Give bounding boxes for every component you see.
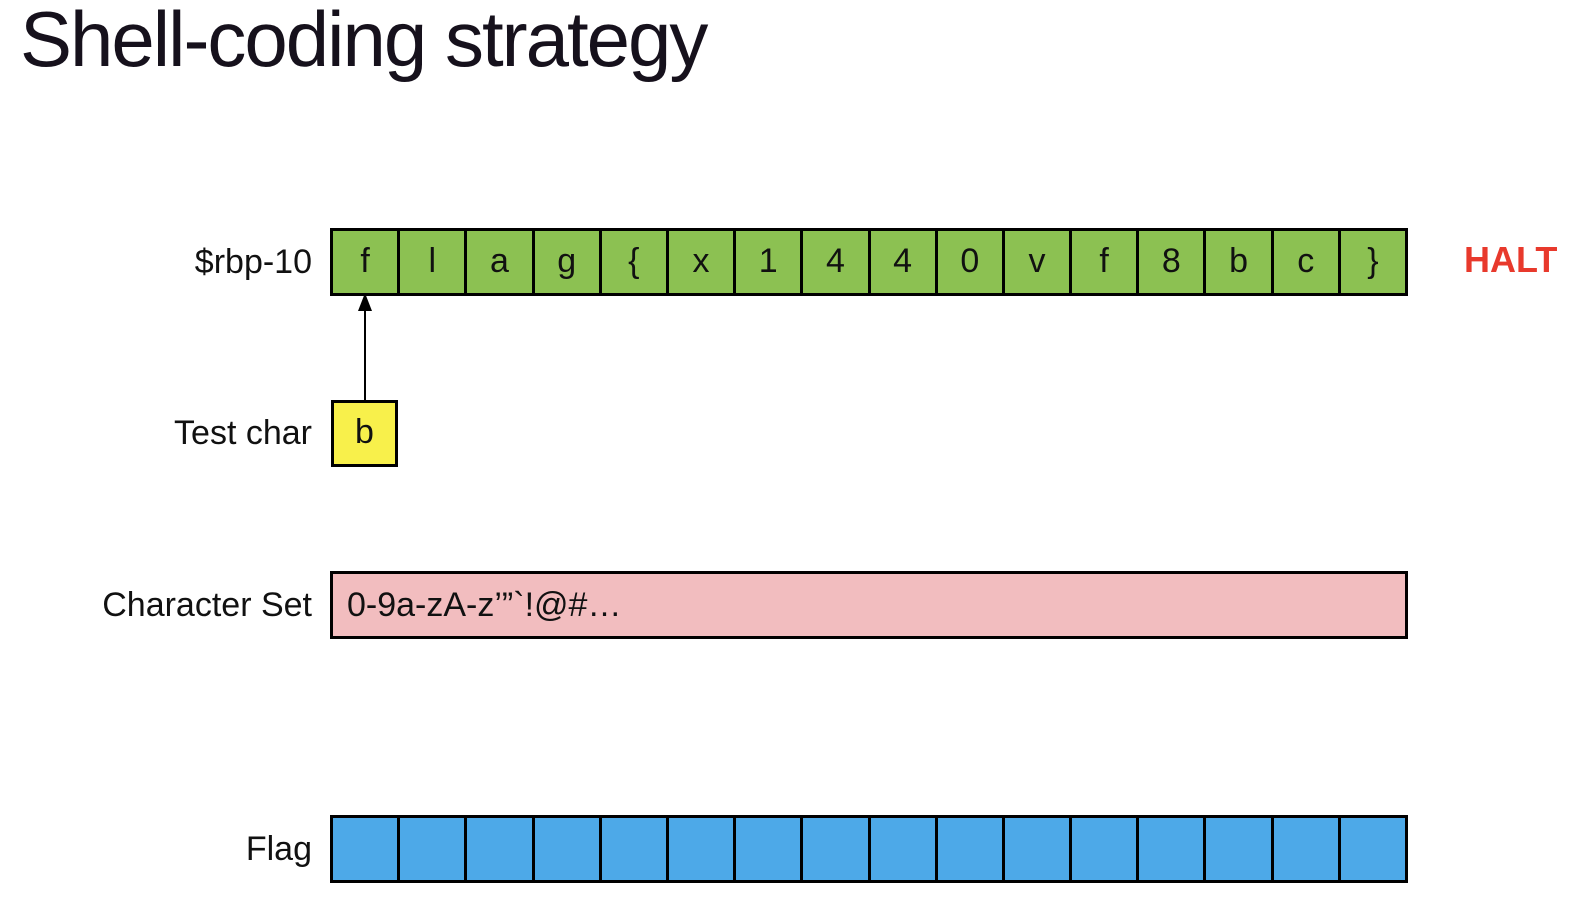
flag-cell xyxy=(1136,818,1204,880)
flag-cell xyxy=(1337,818,1405,880)
flag-cell xyxy=(1203,818,1271,880)
flag-cell xyxy=(464,818,532,880)
flag-cell xyxy=(531,818,599,880)
flag-cell xyxy=(1270,818,1338,880)
memory-cell: v xyxy=(1001,231,1070,293)
flag-cell xyxy=(598,818,666,880)
test-char-label: Test char xyxy=(174,414,312,452)
flag-cell-row xyxy=(330,815,1408,883)
flag-cell xyxy=(800,818,868,880)
memory-cell: f xyxy=(333,231,398,293)
flag-cell xyxy=(333,818,398,880)
memory-cell: c xyxy=(1270,231,1338,293)
memory-cell: 4 xyxy=(800,231,868,293)
test-char-box: b xyxy=(331,400,398,467)
character-set-value: 0-9a-zA-z’”`!@#… xyxy=(347,585,622,624)
memory-cell: 8 xyxy=(1136,231,1204,293)
flag-cell xyxy=(733,818,801,880)
memory-cell: f xyxy=(1069,231,1137,293)
memory-cell: l xyxy=(397,231,465,293)
flag-label: Flag xyxy=(245,829,312,868)
rbp-offset-label: $rbp-10 xyxy=(194,242,312,281)
flag-cell xyxy=(397,818,465,880)
memory-cell: x xyxy=(665,231,734,293)
flag-cell xyxy=(665,818,734,880)
slide-title: Shell-coding strategy xyxy=(20,0,708,83)
memory-cell: } xyxy=(1337,231,1405,293)
memory-cell: b xyxy=(1203,231,1271,293)
flag-cell xyxy=(1001,818,1070,880)
memory-cell: { xyxy=(598,231,666,293)
memory-cell: g xyxy=(531,231,599,293)
memory-cell: a xyxy=(464,231,532,293)
character-set-label: Character Set xyxy=(102,585,312,624)
halt-status-label: HALT xyxy=(1464,239,1558,280)
character-set-box: 0-9a-zA-z’”`!@#… xyxy=(330,571,1408,639)
flag-cell xyxy=(934,818,1002,880)
memory-cell: 4 xyxy=(867,231,935,293)
flag-cell xyxy=(867,818,935,880)
flag-cell xyxy=(1069,818,1137,880)
test-char-value: b xyxy=(355,413,374,451)
memory-cell: 0 xyxy=(934,231,1002,293)
test-char-arrow xyxy=(358,293,372,402)
memory-cell: 1 xyxy=(733,231,801,293)
